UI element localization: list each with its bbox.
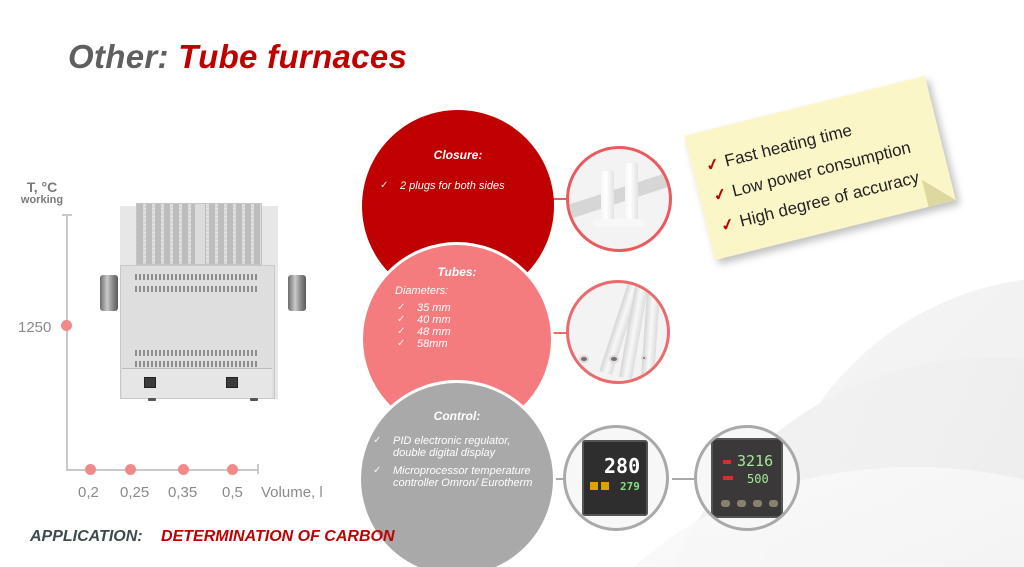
- application-label: APPLICATION:: [30, 528, 143, 545]
- data-point-x: [85, 464, 96, 475]
- ceramic-tubes-photo: [566, 280, 670, 384]
- y-tick-label: 1250: [18, 319, 52, 336]
- x-axis: [66, 469, 258, 471]
- check-icon: ✓: [704, 155, 722, 176]
- data-point-x: [227, 464, 238, 475]
- connector-line: [548, 332, 570, 334]
- x-tick-label: 0,35: [168, 484, 198, 501]
- y-axis: [66, 214, 68, 470]
- tube-furnace-image: [98, 203, 312, 401]
- furnace-top-vents: [136, 203, 262, 265]
- check-icon: ✓: [380, 180, 389, 191]
- title-prefix: Other:: [68, 38, 169, 75]
- feature-heading: Closure:: [433, 148, 483, 162]
- x-axis-label: Volume, l: [261, 484, 323, 501]
- data-point-y: [61, 320, 72, 331]
- check-icon: ✓: [373, 435, 382, 446]
- check-icon: ✓: [711, 185, 729, 206]
- feature-control: Control: ✓PID electronic regulator, doub…: [358, 380, 556, 567]
- application-line: APPLICATION: DETERMINATION OF CARBON: [30, 528, 395, 546]
- feature-heading: Tubes:: [437, 265, 477, 279]
- furnace-control-panel: [122, 368, 272, 398]
- feature-item: ✓Microprocessor temperature controller O…: [373, 465, 533, 489]
- tube-flange-right: [288, 275, 306, 311]
- omron-controller-photo: 280 279: [563, 425, 669, 531]
- controller-device: 3216 500: [711, 438, 783, 518]
- check-icon: ✓: [397, 326, 406, 337]
- connector-line: [672, 478, 696, 480]
- page-curl: [921, 172, 956, 207]
- plug-icon: [601, 171, 614, 223]
- data-point-x: [178, 464, 189, 475]
- check-icon: ✓: [397, 302, 406, 313]
- power-switch-icon: [144, 377, 156, 388]
- feature-item: ✓58mm: [397, 338, 448, 350]
- tube-flange-left: [100, 275, 118, 311]
- feature-item: ✓35 mm: [397, 302, 451, 314]
- check-icon: ✓: [373, 465, 382, 476]
- x-tick-label: 0,25: [120, 484, 150, 501]
- data-point-x: [125, 464, 136, 475]
- feature-item: ✓PID electronic regulator, double digita…: [373, 435, 511, 459]
- feature-item: ✓40 mm: [397, 314, 451, 326]
- plug-icon: [625, 163, 638, 221]
- background-swoosh: [604, 237, 1024, 567]
- controller-device: 280 279: [582, 440, 648, 516]
- connector-line: [548, 198, 570, 200]
- x-axis-cap: [257, 464, 259, 474]
- plugs-photo: [566, 146, 672, 252]
- feature-item: ✓2 plugs for both sides: [380, 180, 505, 192]
- x-tick-label: 0,5: [222, 484, 243, 501]
- feature-subheading: Diameters:: [395, 285, 449, 297]
- connector-line: [552, 478, 566, 480]
- check-icon: ✓: [719, 215, 737, 236]
- application-value: DETERMINATION OF CARBON: [161, 528, 395, 545]
- check-icon: ✓: [397, 314, 406, 325]
- x-tick-label: 0,2: [78, 484, 99, 501]
- eurotherm-controller-photo: 3216 500: [694, 425, 800, 531]
- power-switch-icon: [226, 377, 238, 388]
- title-accent: Tube furnaces: [178, 38, 408, 75]
- benefits-sticky-note: ✓Fast heating time ✓Low power consumptio…: [684, 75, 956, 261]
- feature-item: ✓48 mm: [397, 326, 451, 338]
- slide-title: Other: Tube furnaces: [68, 38, 407, 76]
- feature-heading: Control:: [433, 409, 481, 423]
- y-axis-label: T, °C working: [20, 179, 64, 206]
- check-icon: ✓: [397, 338, 406, 349]
